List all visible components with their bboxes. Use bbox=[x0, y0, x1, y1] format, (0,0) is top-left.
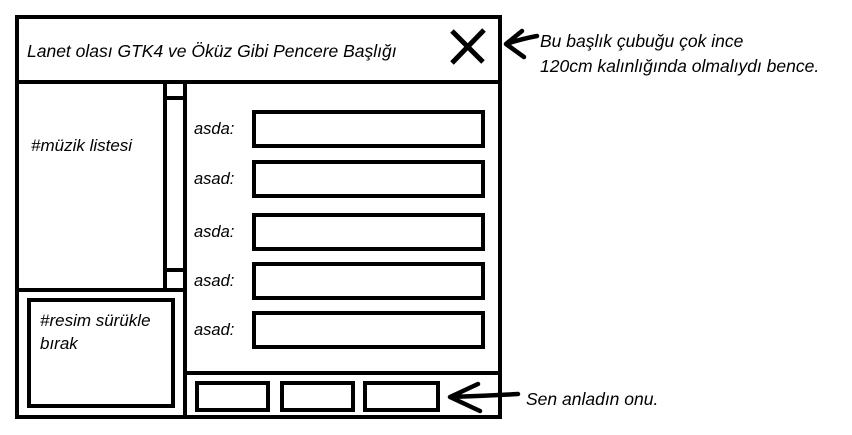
form-label-2: asad: bbox=[194, 170, 235, 188]
titlebar-divider bbox=[19, 80, 498, 84]
form-input-2[interactable] bbox=[252, 160, 485, 198]
form-label-5: asad: bbox=[194, 321, 235, 339]
footer-button-3[interactable] bbox=[363, 381, 440, 412]
image-drop-label: #resim sürükle bırak bbox=[40, 311, 151, 353]
footer-note: Sen anladın onu. bbox=[526, 389, 659, 409]
music-list-area[interactable] bbox=[19, 84, 163, 288]
footer-button-1[interactable] bbox=[195, 381, 270, 412]
left-arrow-icon bbox=[447, 381, 521, 414]
footer-button-2[interactable] bbox=[280, 381, 355, 412]
form-label-4: asad: bbox=[194, 272, 235, 290]
title-note: Bu başlık çubuğu çok ince 120cm kalınlığ… bbox=[540, 29, 819, 79]
form-input-4[interactable] bbox=[252, 262, 485, 300]
left-arrow-icon bbox=[503, 28, 540, 60]
music-list-label: #müzik listesi bbox=[31, 136, 133, 155]
sidebar-bottom-edge bbox=[19, 288, 183, 292]
window-title: Lanet olası GTK4 ve Öküz Gibi Pencere Ba… bbox=[27, 41, 397, 61]
title-note-line2: 120cm kalınlığında olmalıydı bence. bbox=[540, 56, 820, 76]
title-note-line1: Bu başlık çubuğu çok ince bbox=[540, 31, 744, 51]
scrollbar-thumb-top bbox=[167, 96, 183, 100]
form-input-5[interactable] bbox=[252, 311, 485, 349]
scrollbar-thumb-bottom bbox=[167, 268, 183, 272]
form-label-3: asda: bbox=[194, 223, 235, 241]
panel-divider bbox=[183, 84, 187, 415]
close-x-icon[interactable] bbox=[446, 26, 488, 68]
form-input-1[interactable] bbox=[252, 110, 485, 148]
scrollbar-left-edge bbox=[163, 84, 167, 292]
image-drop-area[interactable]: #resim sürükle bırak bbox=[27, 298, 175, 408]
footer-divider bbox=[187, 371, 498, 375]
form-label-1: asda: bbox=[194, 120, 235, 138]
form-input-3[interactable] bbox=[252, 213, 485, 251]
